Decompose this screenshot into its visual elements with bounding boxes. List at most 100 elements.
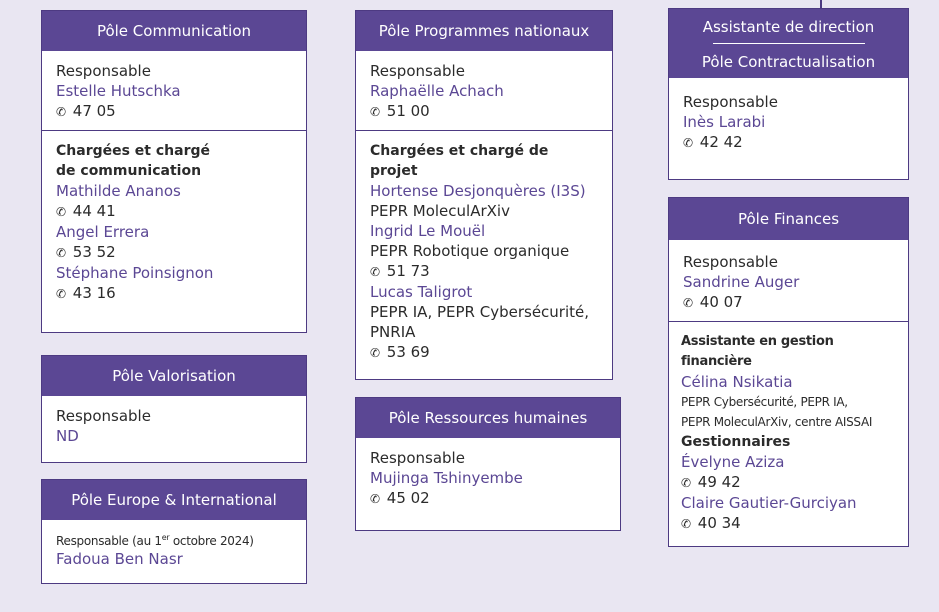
pole-contractualisation-title: Pôle Contractualisation [701, 53, 876, 71]
phone-line: ✆ 53 69 [370, 342, 598, 363]
contract-responsable-section: Responsable Inès Larabi ✆ 42 42 [669, 78, 908, 161]
rh-responsable-section: Responsable Mujinga Tshinyembe ✆ 45 02 [356, 438, 620, 517]
phone-line: ✆ 40 07 [683, 292, 894, 313]
phone-line: ✆ 45 02 [370, 488, 606, 509]
phone-number: 40 07 [699, 293, 743, 311]
responsable-label: Responsable [370, 62, 465, 80]
responsable-name: Inès Larabi [683, 113, 766, 131]
member-info: PEPR MoleculArXiv [370, 202, 510, 220]
responsable-name: Mujinga Tshinyembe [370, 469, 523, 487]
phone-line: ✆ 51 73 [370, 261, 598, 282]
member-name: Évelyne Aziza [681, 453, 785, 471]
header-divider [712, 43, 865, 44]
responsable-name: Sandrine Auger [683, 273, 800, 291]
responsable-label-a: Responsable (au 1 [56, 534, 162, 548]
phone-icon: ✆ [370, 265, 381, 279]
pole-europe-title: Pôle Europe & International [42, 480, 306, 520]
pole-europe-card: Pôle Europe & International Responsable … [41, 479, 307, 584]
pole-contractualisation-header: Assistante de direction Pôle Contractual… [669, 9, 908, 78]
phone-line: ✆ 53 52 [56, 242, 292, 263]
phone-icon: ✆ [56, 287, 67, 301]
phone-line: ✆ 47 05 [56, 101, 292, 122]
phone-icon: ✆ [370, 346, 381, 360]
phone-line: ✆ 51 00 [370, 101, 598, 122]
assistant-label: Assistante en gestion financière [681, 334, 834, 369]
pole-communication-card: Pôle Communication Responsable Estelle H… [41, 10, 307, 333]
phone-number: 51 73 [386, 262, 430, 280]
responsable-name: Raphaëlle Achach [370, 82, 504, 100]
pole-programmes-card: Pôle Programmes nationaux Responsable Ra… [355, 10, 613, 380]
responsable-name: Estelle Hutschka [56, 82, 181, 100]
phone-icon: ✆ [370, 492, 381, 506]
phone-number: 43 16 [72, 284, 116, 302]
pole-rh-title: Pôle Ressources humaines [356, 398, 620, 438]
member-name: Lucas Taligrot [370, 283, 473, 301]
phone-icon: ✆ [56, 205, 67, 219]
phone-icon: ✆ [683, 296, 694, 310]
communication-responsable-section: Responsable Estelle Hutschka ✆ 47 05 [42, 51, 306, 130]
pole-valorisation-card: Pôle Valorisation Responsable ND [41, 355, 307, 463]
team-label: de communication [56, 163, 202, 179]
responsable-name: ND [56, 427, 79, 445]
pole-contractualisation-card: Assistante de direction Pôle Contractual… [668, 8, 909, 180]
phone-line: ✆ 42 42 [683, 132, 894, 153]
member-info: PEPR MoleculArXiv, centre AISSAI [681, 415, 873, 429]
assistante-direction-label: Assistante de direction [702, 18, 875, 36]
member-info: PEPR IA, PEPR Cybersécurité, [370, 303, 590, 321]
org-connector-line [820, 0, 822, 10]
phone-number: 44 41 [72, 202, 116, 220]
responsable-label: Responsable (au 1er octobre 2024) [56, 530, 292, 549]
phone-icon: ✆ [56, 246, 67, 260]
phone-number: 40 34 [697, 514, 741, 532]
member-name: Mathilde Ananos [56, 182, 181, 200]
member-name: Ingrid Le Mouël [370, 222, 486, 240]
phone-number: 49 42 [697, 473, 741, 491]
phone-number: 51 00 [386, 102, 430, 120]
phone-icon: ✆ [370, 105, 381, 119]
responsable-name: Fadoua Ben Nasr [56, 550, 183, 568]
communication-team-section: Chargées et chargé de communication Math… [42, 130, 306, 312]
responsable-label: Responsable [56, 62, 151, 80]
pole-finances-title: Pôle Finances [669, 198, 908, 240]
finances-responsable-section: Responsable Sandrine Auger ✆ 40 07 [669, 240, 908, 321]
pole-valorisation-title: Pôle Valorisation [42, 356, 306, 396]
responsable-label: Responsable [370, 449, 465, 467]
responsable-label: Responsable [683, 253, 778, 271]
phone-number: 53 52 [72, 243, 116, 261]
ordinal-suffix: er [161, 533, 170, 542]
gestionnaires-label: Gestionnaires [681, 434, 791, 450]
phone-icon: ✆ [681, 476, 692, 490]
programmes-responsable-section: Responsable Raphaëlle Achach ✆ 51 00 [356, 51, 612, 130]
phone-line: ✆ 40 34 [681, 513, 902, 534]
phone-icon: ✆ [56, 105, 67, 119]
member-name: Angel Errera [56, 223, 150, 241]
phone-line: ✆ 49 42 [681, 472, 902, 493]
pole-programmes-title: Pôle Programmes nationaux [356, 11, 612, 51]
valorisation-responsable-section: Responsable ND [42, 396, 306, 454]
phone-number: 42 42 [699, 133, 743, 151]
pole-communication-title: Pôle Communication [42, 11, 306, 51]
member-info: PEPR Cybersécurité, PEPR IA, [681, 395, 848, 409]
member-name: Hortense Desjonquères (I3S) [370, 182, 586, 200]
phone-line: ✆ 43 16 [56, 283, 292, 304]
member-name: Stéphane Poinsignon [56, 264, 214, 282]
team-label: Chargées et chargé [56, 143, 211, 159]
responsable-label-b: octobre 2024) [169, 534, 254, 548]
phone-number: 53 69 [386, 343, 430, 361]
responsable-label: Responsable [56, 407, 151, 425]
pole-rh-card: Pôle Ressources humaines Responsable Muj… [355, 397, 621, 531]
member-info: PEPR Robotique organique [370, 242, 570, 260]
member-name: Célina Nsikatia [681, 373, 793, 391]
phone-icon: ✆ [681, 517, 692, 531]
phone-number: 47 05 [72, 102, 116, 120]
pole-finances-card: Pôle Finances Responsable Sandrine Auger… [668, 197, 909, 547]
phone-icon: ✆ [683, 136, 694, 150]
phone-line: ✆ 44 41 [56, 201, 292, 222]
europe-responsable-section: Responsable (au 1er octobre 2024) Fadoua… [42, 520, 306, 577]
finances-team-section: Assistante en gestion financière Célina … [669, 321, 908, 542]
programmes-team-section: Chargées et chargé de projet Hortense De… [356, 130, 612, 371]
responsable-label: Responsable [683, 93, 778, 111]
phone-number: 45 02 [386, 489, 430, 507]
team-label: Chargées et chargé de projet [370, 143, 549, 179]
member-info: PNRIA [370, 323, 416, 341]
